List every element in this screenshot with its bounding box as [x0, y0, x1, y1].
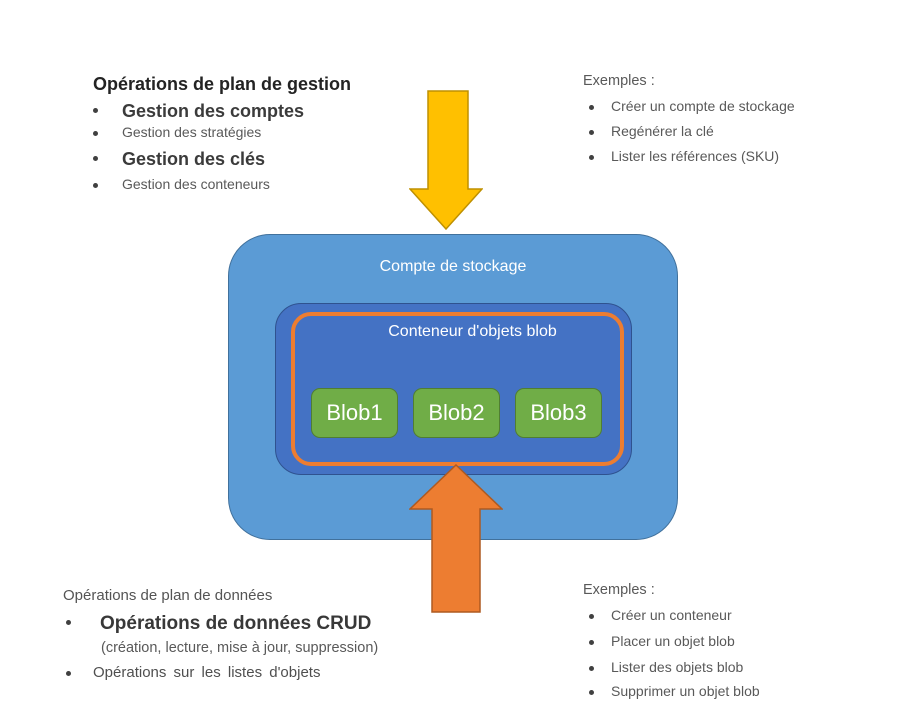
bullet-icon: [589, 105, 594, 110]
list-item: Opérations de données CRUD: [66, 613, 371, 636]
list-item: Lister les références (SKU): [589, 148, 779, 165]
bullet-icon: [589, 614, 594, 619]
list-item: Lister des objets blob: [589, 659, 743, 676]
list-item-label: Gestion des clés: [122, 149, 266, 169]
list-item: Gestion des conteneurs: [93, 176, 270, 193]
list-item: Gestion des clés: [93, 149, 265, 171]
bullet-icon: [589, 155, 594, 160]
data-plane-title: Opérations de plan de données: [63, 587, 273, 604]
bullet-icon: [66, 671, 71, 676]
list-item-label: Gestion des stratégies: [122, 124, 262, 140]
list-item-label: Créer un conteneur: [611, 607, 732, 623]
bullet-icon: [589, 690, 594, 695]
blob-box: Blob2: [413, 388, 500, 438]
bullet-icon: [589, 666, 594, 671]
list-item-label: Lister des objets blob: [611, 659, 744, 675]
list-item: Créer un conteneur: [589, 607, 732, 624]
list-item: Placer un objet blob: [589, 633, 735, 650]
blob-container-frame: [291, 312, 624, 466]
bullet-icon: [93, 108, 98, 113]
bullet-icon: [93, 131, 98, 136]
blob-box: Blob3: [515, 388, 602, 438]
list-item: Regénérer la clé: [589, 123, 714, 140]
management-plane-title: Opérations de plan de gestion: [93, 74, 352, 94]
down-arrow-icon: [408, 90, 484, 235]
management-examples-title: Exemples :: [583, 73, 655, 89]
crud-sub-label: (création, lecture, mise à jour, suppres…: [101, 640, 379, 656]
bullet-icon: [589, 640, 594, 645]
bullet-icon: [66, 620, 71, 625]
list-item: Gestion des comptes: [93, 101, 304, 123]
blob-container-label: Conteneur d'objets blob: [388, 323, 557, 340]
bullet-icon: [589, 130, 594, 135]
storage-account-box: Compte de stockage Conteneur d'objets bl…: [228, 234, 678, 540]
list-item-label: Créer un compte de stockage: [611, 98, 795, 114]
list-item-label: Opérations sur les listes d'objets: [93, 664, 321, 681]
up-arrow-icon: [408, 463, 504, 618]
list-item-label: Regénérer la clé: [611, 123, 714, 139]
list-item-label: Lister les références (SKU): [611, 148, 780, 164]
list-item-label: Gestion des comptes: [122, 101, 305, 121]
list-item-label: Opérations de données CRUD: [100, 613, 372, 634]
list-item: Supprimer un objet blob: [589, 683, 760, 700]
list-item-label: Placer un objet blob: [611, 633, 735, 649]
blob-box: Blob1: [311, 388, 398, 438]
list-item: Créer un compte de stockage: [589, 98, 795, 115]
data-examples-title: Exemples :: [583, 582, 655, 598]
list-item: Opérations sur les listes d'objets: [66, 664, 320, 682]
blob-container-box: Conteneur d'objets blob Blob1 Blob2 Blob…: [275, 303, 632, 475]
list-item: Gestion des stratégies: [93, 124, 261, 141]
bullet-icon: [93, 156, 98, 161]
list-item-label: Gestion des conteneurs: [122, 176, 270, 192]
list-item-label: Supprimer un objet blob: [611, 683, 760, 699]
blob-row: Blob1 Blob2 Blob3: [311, 388, 602, 438]
storage-account-label: Compte de stockage: [379, 258, 527, 275]
bullet-icon: [93, 183, 98, 188]
